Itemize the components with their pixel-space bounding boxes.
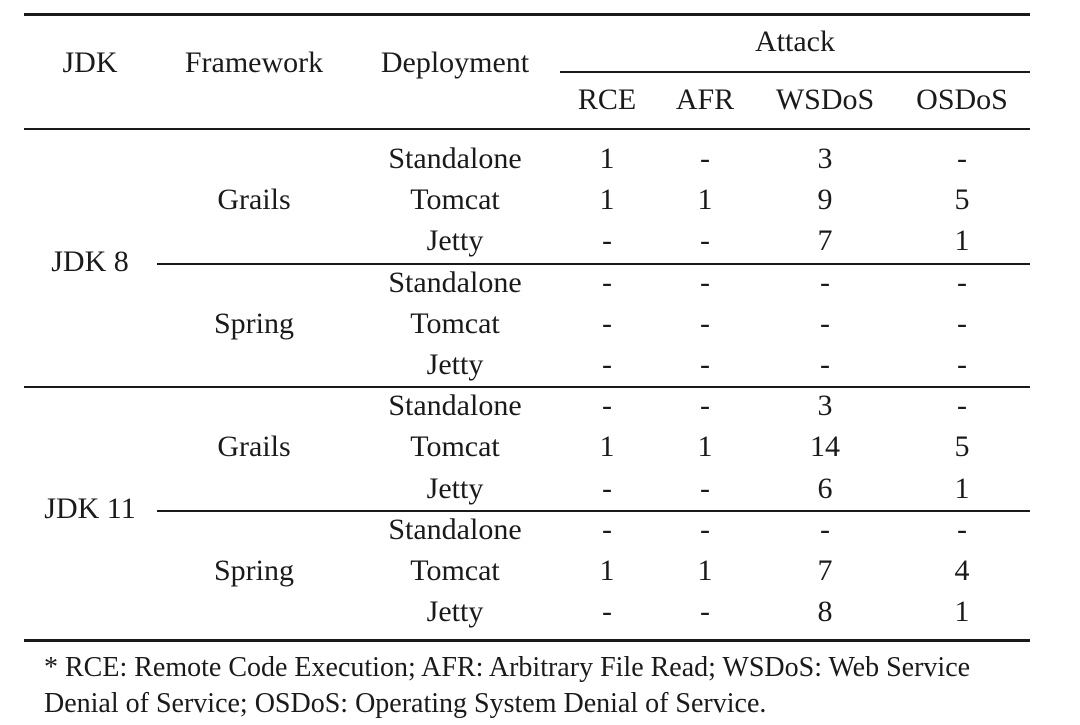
wsdos-count-cell: 6 bbox=[817, 471, 833, 505]
afr-count-cell: - bbox=[700, 471, 710, 505]
rce-count-cell: - bbox=[602, 265, 612, 299]
jdk8-framework-rule bbox=[157, 263, 1030, 265]
rce-count-cell: - bbox=[602, 348, 612, 381]
deployment-cell: Standalone bbox=[388, 265, 522, 299]
rce-count-cell: - bbox=[602, 595, 612, 629]
wsdos-count-cell: - bbox=[820, 306, 830, 340]
table-footnote: * RCE: Remote Code Execution; AFR: Arbit… bbox=[44, 650, 1074, 722]
attack-cmidrule bbox=[560, 71, 1030, 73]
osdos-count-cell: 4 bbox=[954, 554, 970, 587]
deployment-cell: Jetty bbox=[426, 348, 484, 381]
wsdos-count-cell: - bbox=[820, 348, 830, 381]
afr-count-cell: 1 bbox=[697, 430, 713, 464]
framework-cell: Spring bbox=[213, 306, 295, 340]
header-afr: AFR bbox=[675, 83, 735, 116]
wsdos-count-cell: 8 bbox=[817, 595, 833, 629]
osdos-count-cell: - bbox=[957, 348, 967, 381]
osdos-count-cell: 1 bbox=[954, 224, 970, 258]
top-rule bbox=[24, 12, 1030, 16]
jdk-cell: JDK 8 bbox=[51, 245, 129, 278]
osdos-count-cell: 1 bbox=[954, 595, 970, 629]
jdk-group-rule bbox=[24, 386, 1030, 388]
footnote-line-1: * RCE: Remote Code Execution; AFR: Arbit… bbox=[44, 652, 971, 683]
wsdos-count-cell: - bbox=[820, 265, 830, 299]
framework-cell: Spring bbox=[213, 554, 295, 587]
wsdos-count-cell: 7 bbox=[817, 224, 833, 258]
rce-count-cell: - bbox=[602, 306, 612, 340]
header-osdos: OSDoS bbox=[916, 83, 1008, 116]
jdk11-framework-rule bbox=[157, 510, 1030, 512]
header-rce: RCE bbox=[577, 83, 637, 116]
framework-cell: Grails bbox=[217, 430, 291, 464]
afr-count-cell: - bbox=[700, 595, 710, 629]
osdos-count-cell: 5 bbox=[954, 183, 970, 217]
osdos-count-cell: 1 bbox=[954, 471, 970, 505]
deployment-cell: Jetty bbox=[426, 471, 484, 505]
jdk-cell: JDK 11 bbox=[44, 492, 136, 526]
header-framework: Framework bbox=[184, 46, 324, 79]
footnote-line-2: Denial of Service; OSDoS: Operating Syst… bbox=[44, 688, 767, 719]
afr-count-cell: - bbox=[700, 512, 710, 546]
header-wsdos: WSDoS bbox=[775, 83, 875, 116]
rce-count-cell: - bbox=[602, 389, 612, 423]
deployment-cell: Jetty bbox=[426, 595, 484, 629]
osdos-count-cell: - bbox=[957, 306, 967, 340]
header-rule bbox=[24, 128, 1030, 130]
wsdos-count-cell: 9 bbox=[817, 183, 833, 217]
osdos-count-cell: - bbox=[957, 389, 967, 423]
wsdos-count-cell: 3 bbox=[817, 389, 833, 423]
afr-count-cell: - bbox=[700, 348, 710, 381]
osdos-count-cell: - bbox=[957, 265, 967, 299]
framework-cell: Grails bbox=[217, 183, 291, 217]
deployment-cell: Standalone bbox=[388, 142, 522, 175]
osdos-count-cell: - bbox=[957, 512, 967, 546]
header-jdk: JDK bbox=[62, 46, 118, 79]
wsdos-count-cell: - bbox=[820, 512, 830, 546]
deployment-cell: Tomcat bbox=[410, 554, 500, 587]
rce-count-cell: - bbox=[602, 224, 612, 258]
afr-count-cell: - bbox=[700, 265, 710, 299]
bottom-rule bbox=[24, 638, 1030, 642]
afr-count-cell: - bbox=[700, 224, 710, 258]
wsdos-count-cell: 3 bbox=[817, 142, 833, 175]
deployment-cell: Tomcat bbox=[410, 430, 500, 464]
afr-count-cell: - bbox=[700, 389, 710, 423]
osdos-count-cell: - bbox=[957, 142, 967, 175]
deployment-cell: Standalone bbox=[388, 389, 522, 423]
deployment-cell: Tomcat bbox=[410, 183, 500, 217]
rce-count-cell: 1 bbox=[599, 142, 615, 175]
afr-count-cell: - bbox=[700, 306, 710, 340]
rce-count-cell: 1 bbox=[599, 554, 615, 587]
deployment-cell: Jetty bbox=[426, 224, 484, 258]
wsdos-count-cell: 14 bbox=[810, 430, 840, 464]
header-attack: Attack bbox=[755, 25, 835, 58]
header-deployment: Deployment bbox=[380, 46, 530, 79]
afr-count-cell: 1 bbox=[697, 183, 713, 217]
wsdos-count-cell: 7 bbox=[817, 554, 833, 587]
rce-count-cell: - bbox=[602, 471, 612, 505]
deployment-cell: Tomcat bbox=[410, 306, 500, 340]
afr-count-cell: - bbox=[700, 142, 710, 175]
rce-count-cell: 1 bbox=[599, 430, 615, 464]
rce-count-cell: 1 bbox=[599, 183, 615, 217]
osdos-count-cell: 5 bbox=[954, 430, 970, 464]
afr-count-cell: 1 bbox=[697, 554, 713, 587]
deployment-cell: Standalone bbox=[388, 512, 522, 546]
rce-count-cell: - bbox=[602, 512, 612, 546]
